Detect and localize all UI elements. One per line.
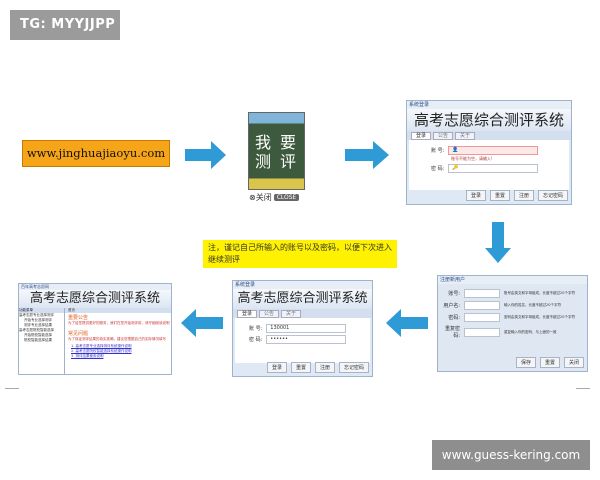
field-label: 重复密码: <box>444 326 460 339</box>
login-button[interactable]: 登录 <box>465 190 486 201</box>
reminder-note: 注，谨记自己所输入的账号以及密码，以便下次进入继续测评 <box>203 240 397 268</box>
close-badge: CLOSE <box>273 194 300 201</box>
section-text: 为了给您提供更好的服务，我们在您开始测评前，请仔细阅读说明 <box>68 321 170 325</box>
watermark: www.guess-kering.com <box>432 440 590 470</box>
login-button[interactable]: 登录 <box>266 362 287 373</box>
window-title: 高考志愿综合测评系统 <box>233 289 372 309</box>
field-label: 用户名: <box>443 303 460 309</box>
tab-home[interactable]: 首页 <box>65 308 171 313</box>
username-input[interactable] <box>464 301 500 310</box>
help-link[interactable]: 1. 高考志愿专业选择测评系统操作说明 <box>71 344 132 348</box>
tab-login[interactable]: 登录 <box>411 132 432 140</box>
password-label: 密 码: <box>249 337 263 343</box>
account-label: 账 号: <box>431 148 445 154</box>
register-window: 注册新用户 账号: 账号由英文和字母组成，长度不超过20个字符 用户名: 输入你的姓… <box>437 275 588 372</box>
tab-about[interactable]: 关于 <box>455 132 476 140</box>
window-title: 高考志愿综合测评系统 <box>19 290 171 308</box>
error-hint: 账号不能为空，请输入! <box>451 156 493 161</box>
help-link[interactable]: 3. 测评结果使用说明 <box>71 354 104 358</box>
password-input[interactable] <box>464 313 500 322</box>
account-input[interactable]: 👤 <box>448 146 539 155</box>
divider <box>576 388 590 389</box>
repeat-password-input[interactable] <box>464 327 500 337</box>
tree-item[interactable]: 院校智能选择结果 <box>24 338 52 342</box>
tab-login[interactable]: 登录 <box>237 310 258 318</box>
section-title: 重要公告 <box>68 315 89 321</box>
save-button[interactable]: 保存 <box>515 357 536 368</box>
password-input[interactable]: 🔑 <box>448 164 539 173</box>
arrow-left-icon <box>181 309 223 337</box>
tree-item[interactable]: 开始专业选择测评 <box>24 318 52 322</box>
start-assessment-poster[interactable]: 我 要测 评 <box>248 112 305 190</box>
register-button[interactable]: 注册 <box>314 362 335 373</box>
account-label: 账 号: <box>249 326 263 332</box>
poster-text: 我 要 <box>254 133 299 152</box>
account-input[interactable]: 130001 <box>266 324 347 333</box>
close-button[interactable]: 关闭 <box>563 357 584 368</box>
window-title: 高考志愿综合测评系统 <box>407 109 571 131</box>
poster-text: 测 评 <box>254 152 299 171</box>
tab-notice[interactable]: 公告 <box>433 132 454 140</box>
help-link[interactable]: 2. 高考志愿院校智能选择系统操作说明 <box>71 349 132 353</box>
forgot-password-button[interactable]: 忘记密码 <box>338 362 369 373</box>
tab-notice[interactable]: 公告 <box>259 310 280 318</box>
forgot-password-button[interactable]: 忘记密码 <box>537 190 568 201</box>
field-hint: 输入你的姓名，长度不超过20个字符 <box>504 303 561 307</box>
reset-button[interactable]: 重置 <box>539 357 560 368</box>
divider <box>5 388 19 389</box>
tab-about[interactable]: 关于 <box>281 310 302 318</box>
tg-banner: TG: MYYJJPP <box>10 10 120 40</box>
register-button[interactable]: 注册 <box>513 190 534 201</box>
window-caption: 系统登录 <box>233 281 372 289</box>
login-window: 系统登录 高考志愿综合测评系统 登录 公告 关于 账 号:👤 账号不能为空，请输… <box>406 100 572 205</box>
window-caption: 百年高考志愿网 <box>19 284 171 290</box>
reset-button[interactable]: 重置 <box>489 190 510 201</box>
arrow-down-icon <box>485 222 511 263</box>
arrow-right-icon <box>185 141 226 169</box>
section-title: 常见问题 <box>68 331 89 337</box>
password-input[interactable]: •••••• <box>266 335 347 344</box>
field-hint: 账号由英文和字母组成，长度不超过20个字符 <box>504 291 575 295</box>
field-label: 密码: <box>448 315 460 321</box>
website-url-box[interactable]: www.jinghuajiaoyu.com <box>22 140 170 167</box>
window-caption: 注册新用户 <box>438 276 587 284</box>
tree-item[interactable]: 开始院校智能选择 <box>24 333 52 337</box>
close-label: ⊗关闭 <box>249 193 272 202</box>
close-link[interactable]: ⊗关闭 CLOSE <box>249 192 300 203</box>
menu-header: 功能菜单 <box>19 308 64 313</box>
field-hint: 重复输入你的密码，与上面的一致 <box>504 329 557 334</box>
password-label: 密 码: <box>431 166 445 172</box>
tree-item[interactable]: 测评专业选择结果 <box>24 323 52 327</box>
field-hint: 密码由英文和字母组成，长度不超过20个字符 <box>504 315 575 319</box>
login-window-filled: 系统登录 高考志愿综合测评系统 登录 公告 关于 账 号:130001 密 码:… <box>232 280 373 377</box>
arrow-left-icon <box>386 309 428 337</box>
window-caption: 系统登录 <box>407 101 571 109</box>
arrow-right-icon <box>345 141 389 169</box>
main-system-window: 百年高考志愿网 高考志愿综合测评系统 功能菜单 高考志愿专业选择测评 开始专业选… <box>18 283 172 375</box>
reset-button[interactable]: 重置 <box>290 362 311 373</box>
tree-item[interactable]: 高考志愿院校智能选择 <box>19 328 54 332</box>
field-label: 账号: <box>448 291 460 297</box>
tree-item[interactable]: 高考志愿专业选择测评 <box>19 313 54 317</box>
account-input[interactable] <box>464 289 500 298</box>
section-text: 为了保证测评结果的真实准确，建议您根据自己的实际情况填写 <box>68 337 166 341</box>
